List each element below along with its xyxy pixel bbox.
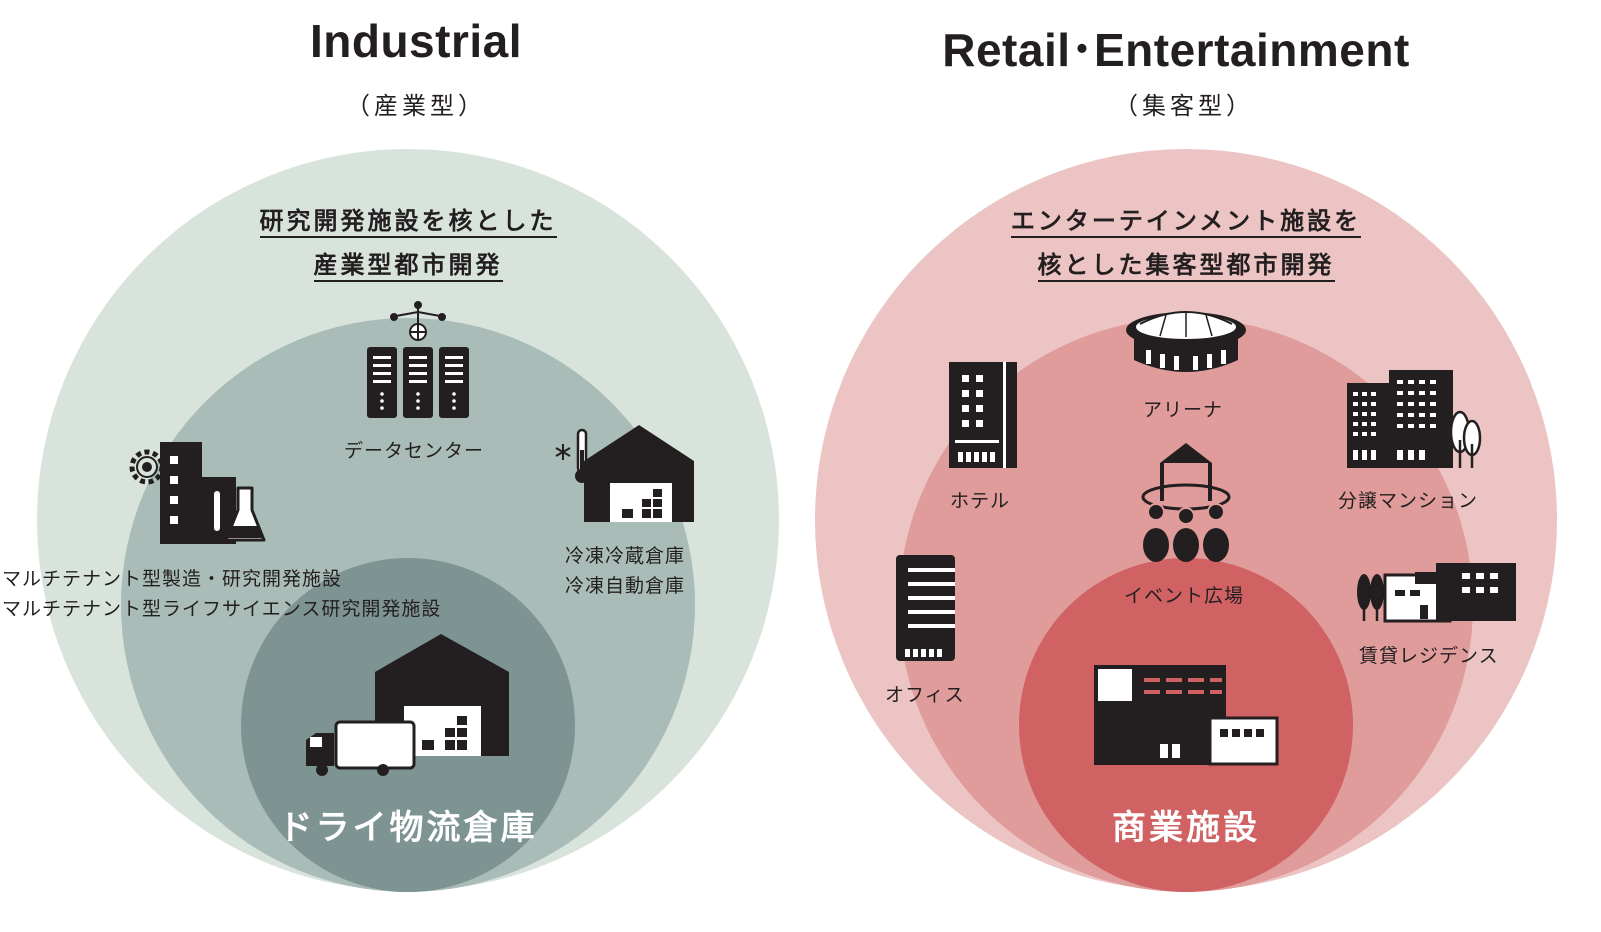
retail-title: Retail･Entertainment (942, 24, 1410, 76)
label-cold-storage-line2: 冷凍自動倉庫 (565, 575, 686, 597)
label-cold-storage: 冷凍冷蔵倉庫 冷凍自動倉庫 (565, 541, 685, 601)
label-rental: 賃貸レジデンス (1359, 645, 1499, 667)
retail-headline-line1: エンターテインメント施設を (1010, 207, 1362, 238)
snowflake-icon (555, 444, 571, 460)
event-plaza-icon (1141, 443, 1231, 562)
network-globe-icon (390, 301, 446, 341)
label-data-center: データセンター (344, 440, 485, 462)
label-multi-tenant-line2: マルチテナント型ライフサイエンス研究開発施設 (2, 598, 442, 620)
label-arena: アリーナ (1143, 399, 1224, 421)
label-event-plaza: イベント広場 (1124, 585, 1245, 607)
retail-headline: エンターテインメント施設を 核とした集客型都市開発 (966, 199, 1406, 287)
industrial-core-label: ドライ物流倉庫 (278, 808, 538, 848)
arena-icon (1126, 311, 1246, 372)
truck-icon (306, 720, 416, 776)
industrial-headline: 研究開発施設を核とした 産業型都市開発 (198, 199, 618, 287)
retail-subtitle: （集客型） (1114, 92, 1254, 120)
label-hotel: ホテル (950, 490, 1011, 512)
factory-gear-flask-icon (129, 442, 266, 544)
industrial-headline-line1: 研究開発施設を核とした (259, 207, 557, 238)
server-rack-icon (367, 347, 469, 418)
label-office: オフィス (885, 684, 965, 706)
commercial-facility-icon (1094, 665, 1279, 766)
rental-residence-icon (1357, 563, 1516, 623)
industrial-title: Industrial (309, 15, 523, 67)
retail-headline-line2: 核とした集客型都市開発 (1037, 251, 1335, 282)
label-multi-tenant: マルチテナント型製造・研究開発施設 マルチテナント型ライフサイエンス研究開発施設 (2, 564, 441, 624)
office-tower-icon (896, 555, 955, 661)
label-cold-storage-line1: 冷凍冷蔵倉庫 (565, 545, 686, 567)
condo-tower-icon (1347, 370, 1482, 468)
label-multi-tenant-line1: マルチテナント型製造・研究開発施設 (2, 568, 343, 590)
industrial-subtitle: （産業型） (346, 92, 486, 120)
label-condo: 分譲マンション (1338, 490, 1479, 512)
industrial-headline-line2: 産業型都市開発 (313, 251, 503, 282)
cold-warehouse-icon (584, 425, 694, 522)
hotel-icon (949, 362, 1017, 468)
retail-core-label: 商業施設 (1112, 808, 1260, 848)
